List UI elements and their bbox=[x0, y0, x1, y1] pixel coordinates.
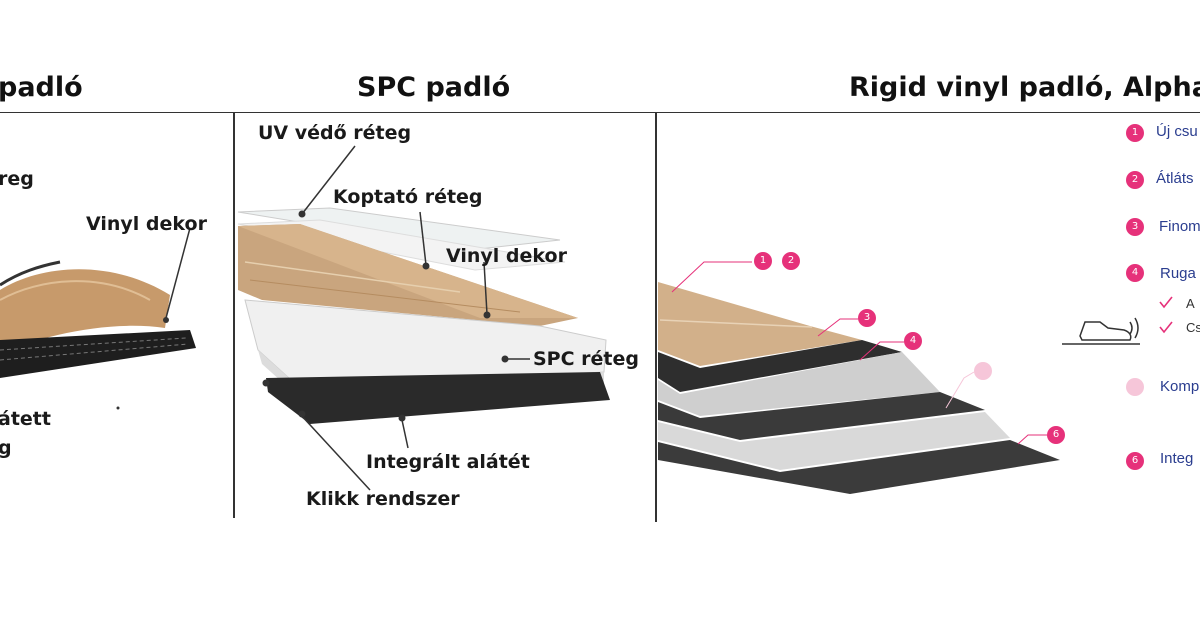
legend-badge-6: 6 bbox=[1126, 452, 1144, 470]
diagram-badge-6: 6 bbox=[1047, 426, 1065, 444]
left-label-reg: reg bbox=[0, 168, 34, 190]
legend-text-6: Integ bbox=[1160, 450, 1194, 467]
left-label-vinyl-dekor: Vinyl dekor bbox=[86, 213, 207, 235]
legend-text-3: Finom bbox=[1159, 218, 1200, 235]
diagram-badge-4: 4 bbox=[904, 332, 922, 350]
legend-badge-4: 4 bbox=[1126, 264, 1144, 282]
legend-text-4: Ruga bbox=[1160, 265, 1196, 282]
legend-text-2: Átláts bbox=[1156, 170, 1194, 187]
left-label-g: g bbox=[0, 437, 12, 459]
middle-panel-title: SPC padló bbox=[357, 72, 511, 103]
middle-label-integralt: Integrált alátét bbox=[366, 451, 530, 473]
legend-badge-3: 3 bbox=[1126, 218, 1144, 236]
middle-label-koptato: Koptató réteg bbox=[333, 186, 483, 208]
legend-sub-2: Cs bbox=[1186, 320, 1200, 335]
diagram-badge-2: 2 bbox=[782, 252, 800, 270]
legend-text-5: Komp bbox=[1160, 378, 1200, 395]
legend-badge-5 bbox=[1126, 378, 1144, 396]
middle-label-klikk: Klikk rendszer bbox=[306, 488, 460, 510]
left-panel-title: padló bbox=[0, 72, 83, 103]
shoe-icon bbox=[1062, 321, 1140, 345]
legend-sub-1: A bbox=[1186, 296, 1195, 311]
left-label-atett: átett bbox=[0, 408, 51, 430]
middle-label-spc: SPC réteg bbox=[533, 348, 639, 370]
middle-label-uv: UV védő réteg bbox=[258, 122, 412, 144]
panel-divider-2 bbox=[655, 112, 657, 522]
diagram-badge-5 bbox=[974, 362, 992, 380]
diagram-badge-1: 1 bbox=[754, 252, 772, 270]
legend-badge-1: 1 bbox=[1126, 124, 1144, 142]
panel-divider-1 bbox=[233, 112, 235, 518]
middle-label-vinyl-dekor: Vinyl dekor bbox=[446, 245, 567, 267]
legend-text-1: Új csu bbox=[1156, 123, 1198, 140]
check-icon bbox=[1159, 296, 1173, 334]
sound-wave-icon bbox=[1129, 317, 1139, 339]
diagram-badge-3: 3 bbox=[858, 309, 876, 327]
right-panel-title: Rigid vinyl padló, Alpha vi bbox=[849, 72, 1200, 103]
legend-badge-2: 2 bbox=[1126, 171, 1144, 189]
header-divider bbox=[0, 112, 1200, 113]
